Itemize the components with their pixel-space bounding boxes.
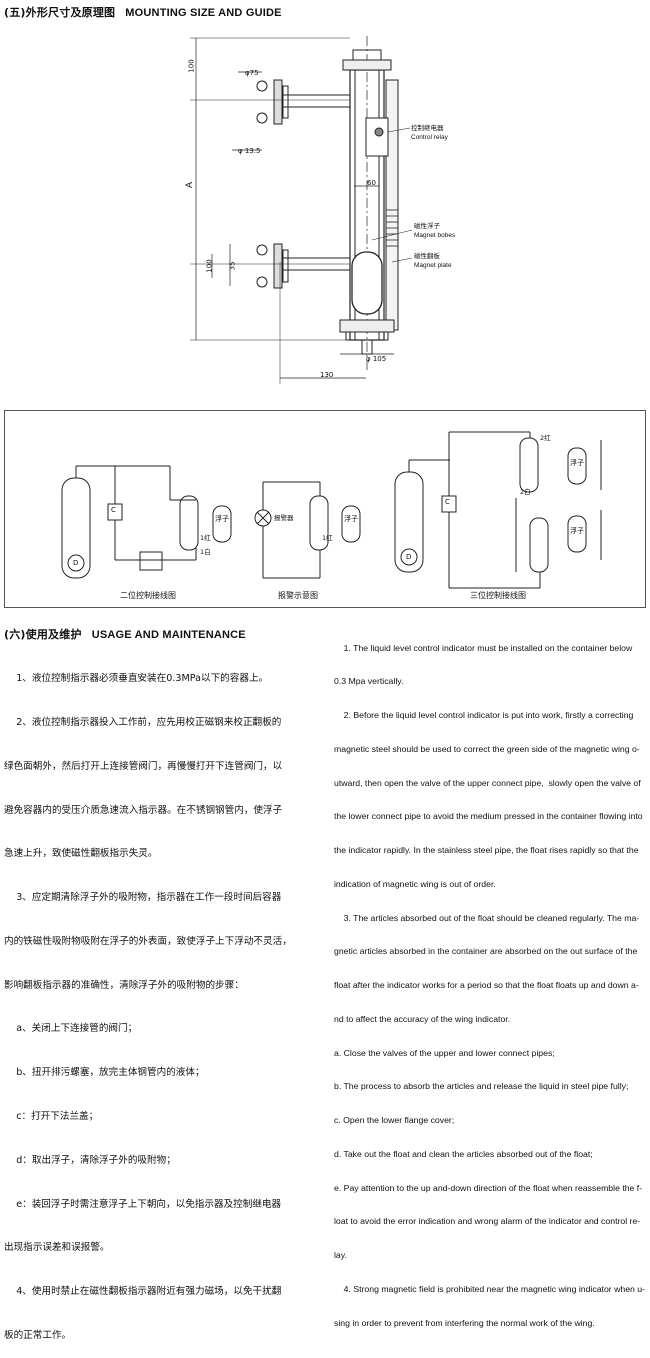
wiring-diagrams [61, 431, 602, 589]
dim-phi13: φ 13.5 [238, 147, 261, 155]
en-line: 3. The articles absorbed out of the floa… [334, 912, 640, 923]
en-line: float after the indicator works for a pe… [334, 980, 639, 990]
dim-130: 130 [320, 371, 334, 379]
en-line: 4. Strong magnetic field is prohibited n… [334, 1283, 645, 1294]
en-line: sing in order to prevent from interferin… [334, 1317, 595, 1328]
mounting-drawing [190, 36, 413, 384]
en-line: 2. Before the liquid level control indic… [334, 710, 634, 720]
en-line: 1. The liquid level control indicator mu… [334, 642, 633, 653]
two-pos-relay-label: 1白 [200, 548, 211, 556]
section-title-usage: (六)使用及维护 USAGE AND MAINTENANCE [4, 626, 246, 642]
three-pos-white2-label: 2白 [520, 488, 531, 496]
cn-line: e：装回浮子时需注意浮子上下朝向，以免指示器及控制继电器 [4, 1198, 282, 1210]
usage-title-en: USAGE AND MAINTENANCE [91, 629, 246, 641]
two-pos-c-label: C [111, 506, 116, 514]
dim-35: 35 [228, 261, 237, 271]
en-line: gnetic articles absorbed in the containe… [334, 946, 638, 957]
cn-line: d：取出浮子，清除浮子外的吸附物； [4, 1154, 176, 1166]
callout-magnet-plate-en: Magnet plate [414, 262, 452, 269]
dim-phi105: φ 105 [366, 355, 387, 363]
usage-title-cn: (六)使用及维护 [4, 628, 82, 641]
three-pos-float-label-bottom: 浮子 [570, 527, 584, 535]
en-line: a. Close the valves of the upper and low… [334, 1047, 555, 1058]
cn-line: 急速上升，致使磁性翻板指示失灵。 [4, 848, 158, 860]
instructions-cn: 1、液位控制指示器必须垂直安装在0.3MPa以下的容器上。 2、液位控制指示器投… [4, 643, 320, 1358]
en-line: d. Take out the float and clean the arti… [334, 1148, 593, 1159]
caption-alarm: 报警示意图 [278, 591, 318, 600]
en-line: nd to affect the accuracy of the wing in… [334, 1013, 511, 1024]
en-line: loat to avoid the error indication and w… [334, 1216, 641, 1227]
cn-line: a、关闭上下连接管的阀门； [4, 1023, 138, 1035]
two-pos-d-label: D [73, 559, 79, 567]
dim-phi75: φ75 [245, 69, 259, 77]
callout-magnet-bobes: 磁性浮子 Magnet bobes [414, 222, 455, 240]
cn-line: 1、液位控制指示器必须垂直安装在0.3MPa以下的容器上。 [4, 673, 269, 685]
en-line: c. Open the lower flange cover; [334, 1115, 455, 1125]
en-line: 0.3 Mpa vertically. [334, 676, 404, 687]
wiring-panel [4, 410, 646, 608]
three-pos-float-label-top: 浮子 [570, 459, 584, 467]
en-line: the lower connect pipe to avoid the medi… [334, 811, 643, 822]
callout-magnet-bobes-cn: 磁性浮子 [414, 222, 440, 230]
section-title-cn: (五)外形尺寸及原理图 [4, 6, 116, 19]
two-pos-float-label: 浮子 [215, 515, 229, 523]
en-line: b. The process to absorb the articles an… [334, 1081, 629, 1092]
callout-magnet-bobes-en: Magnet bobes [414, 232, 456, 239]
alarm-float-label: 浮子 [344, 515, 358, 523]
en-line: lay. [334, 1250, 347, 1260]
dim-100-lower: 100 [205, 259, 214, 273]
dim-60: 60 [367, 179, 376, 187]
cn-line: 出现指示误差和误报警。 [4, 1242, 110, 1254]
cn-line: 影响翻板指示器的准确性，清除浮子外的吸附物的步骤： [4, 979, 244, 991]
alarm-device-label: 报警器 [274, 514, 294, 522]
section-title-en: MOUNTING SIZE AND GUIDE [125, 7, 282, 19]
callout-control-relay-cn: 控制继电器 [411, 124, 444, 132]
callout-magnet-plate-cn: 磁性翻板 [414, 252, 440, 260]
three-pos-red2-label: 2红 [540, 434, 551, 442]
en-line: e. Pay attention to the up and-down dire… [334, 1182, 643, 1193]
three-pos-c-label: C [445, 498, 450, 506]
cn-line: c：打开下法兰盖； [4, 1111, 99, 1122]
instructions-en: 1. The liquid level control indicator mu… [334, 620, 646, 1340]
caption-two-position: 二位控制接线图 [120, 591, 176, 600]
callout-control-relay-en: Control relay [411, 134, 448, 141]
cn-line: 4、使用时禁止在磁性翻板指示器附近有强力磁场，以免干扰翻 [4, 1286, 282, 1298]
dim-100-vert: 100 [187, 59, 196, 73]
cn-line: b、扭开排污螺塞，放完主体钢管内的液体； [4, 1067, 205, 1079]
alarm-red-label: 1红 [322, 534, 333, 542]
cn-line: 避免容器内的受压介质急速流入指示器。在不锈钢钢管内，使浮子 [4, 804, 283, 816]
en-line: magnetic steel should be used to correct… [334, 743, 640, 754]
caption-three-position: 三位控制接线图 [470, 591, 526, 600]
callout-control-relay: 控制继电器 Control relay [411, 124, 448, 142]
en-line: the indicator rapidly. In the stainless … [334, 845, 639, 855]
two-pos-red-label: 1红 [200, 534, 211, 542]
cn-line: 2、液位控制指示器投入工作前，应先用校正磁钢来校正翻板的 [4, 716, 282, 728]
callout-magnet-plate: 磁性翻板 Magnet plate [414, 252, 452, 270]
section-title-mounting: (五)外形尺寸及原理图 MOUNTING SIZE AND GUIDE [4, 4, 282, 20]
en-line: indication of magnetic wing is out of or… [334, 878, 496, 889]
cn-line: 绿色面朝外，然后打开上连接管阀门，再慢慢打开下连管阀门，以 [4, 760, 283, 772]
en-line: utward, then open the valve of the upper… [334, 777, 641, 788]
three-pos-d-label: D [406, 553, 412, 561]
dim-a: A [185, 181, 196, 189]
cn-line: 板的正常工作。 [4, 1329, 72, 1341]
cn-line: 3、应定期清除浮子外的吸附物，指示器在工作一段时间后容器 [4, 892, 282, 904]
cn-line: 内的铁磁性吸附物吸附在浮子的外表面，致使浮子上下浮动不灵活， [4, 935, 292, 947]
